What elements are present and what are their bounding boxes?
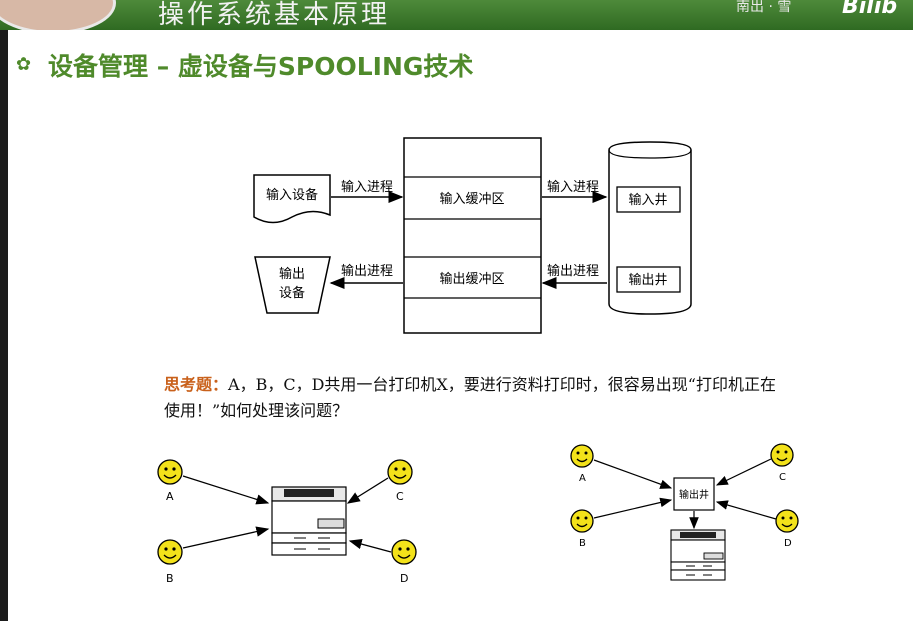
left-printer-icon: [271, 486, 347, 556]
left-user-d-label: D: [400, 572, 408, 585]
output-device-label-2: 设备: [279, 285, 305, 301]
smiley-icon: [570, 509, 594, 533]
arrow-a-to-printer: [182, 475, 270, 505]
arrow-b-to-printer: [182, 526, 270, 549]
right-user-b-label: B: [579, 538, 586, 549]
arrow-d-to-printer: [348, 539, 392, 553]
smiley-icon: [391, 539, 417, 565]
input-device-label: 输入设备: [266, 187, 318, 203]
presenter-avatar: [0, 0, 116, 30]
right-user-d-label: D: [784, 538, 792, 549]
input-well-label: 输入井: [628, 192, 667, 208]
input-buffer-label: 输入缓冲区: [439, 191, 504, 207]
flower-bullet-icon: ✿: [16, 54, 32, 75]
arrow-right-c-to-well: [715, 458, 772, 486]
bilibili-logo: Bilib: [842, 0, 898, 19]
left-user-b-label: B: [166, 572, 174, 585]
arrow-right-b-to-well: [593, 497, 673, 519]
right-user-c-label: C: [779, 472, 786, 483]
buffer-column: [403, 137, 542, 334]
left-user-c-label: C: [396, 490, 404, 503]
left-edge-strip: [0, 30, 8, 621]
input-process-right-label: 输入进程: [547, 179, 599, 195]
smiley-icon: [157, 539, 183, 565]
input-device-shape: [253, 174, 331, 224]
output-buffer-label: 输出缓冲区: [439, 271, 504, 287]
smiley-icon: [157, 459, 183, 485]
heading-text: 设备管理 – 虚设备与SPOOLING技术: [48, 52, 474, 81]
output-process-left-label: 输出进程: [341, 263, 393, 279]
question-block: 思考题：A，B，C，D共用一台打印机X，要进行资料打印时，很容易出现“打印机正在…: [164, 372, 784, 424]
question-label: 思考题：: [164, 375, 229, 394]
output-well-box: [616, 266, 681, 293]
output-device-label-1: 输出: [279, 266, 305, 282]
output-device-shape: [254, 256, 331, 314]
input-well-box: [616, 186, 681, 213]
smiley-icon: [770, 443, 794, 467]
arrow-right-d-to-well: [715, 500, 777, 520]
smiley-icon: [387, 459, 413, 485]
course-title: 操作系统基本原理: [158, 0, 391, 30]
arrow-right-a-to-well: [593, 459, 673, 489]
output-well-label: 输出井: [628, 272, 667, 288]
right-printer-icon: [670, 529, 726, 581]
right-user-a-label: A: [579, 473, 586, 484]
right-output-well-label: 输出井: [679, 488, 709, 501]
left-user-a-label: A: [166, 490, 174, 503]
output-process-right-label: 输出进程: [547, 263, 599, 279]
right-output-well-box: [673, 477, 715, 511]
question-text: A，B，C，D共用一台打印机X，要进行资料打印时，很容易出现“打印机正在使用！”…: [164, 375, 776, 420]
slide-heading: ✿ 设备管理 – 虚设备与SPOOLING技术: [16, 45, 473, 85]
input-process-left-label: 输入进程: [341, 179, 393, 195]
smiley-icon: [775, 509, 799, 533]
smiley-icon: [570, 444, 594, 468]
title-bar: 操作系统基本原理 南出 · 雪 Bilib: [0, 0, 913, 30]
arrow-c-to-printer: [346, 477, 389, 504]
speaker-name: 南出 · 雪: [736, 0, 792, 15]
